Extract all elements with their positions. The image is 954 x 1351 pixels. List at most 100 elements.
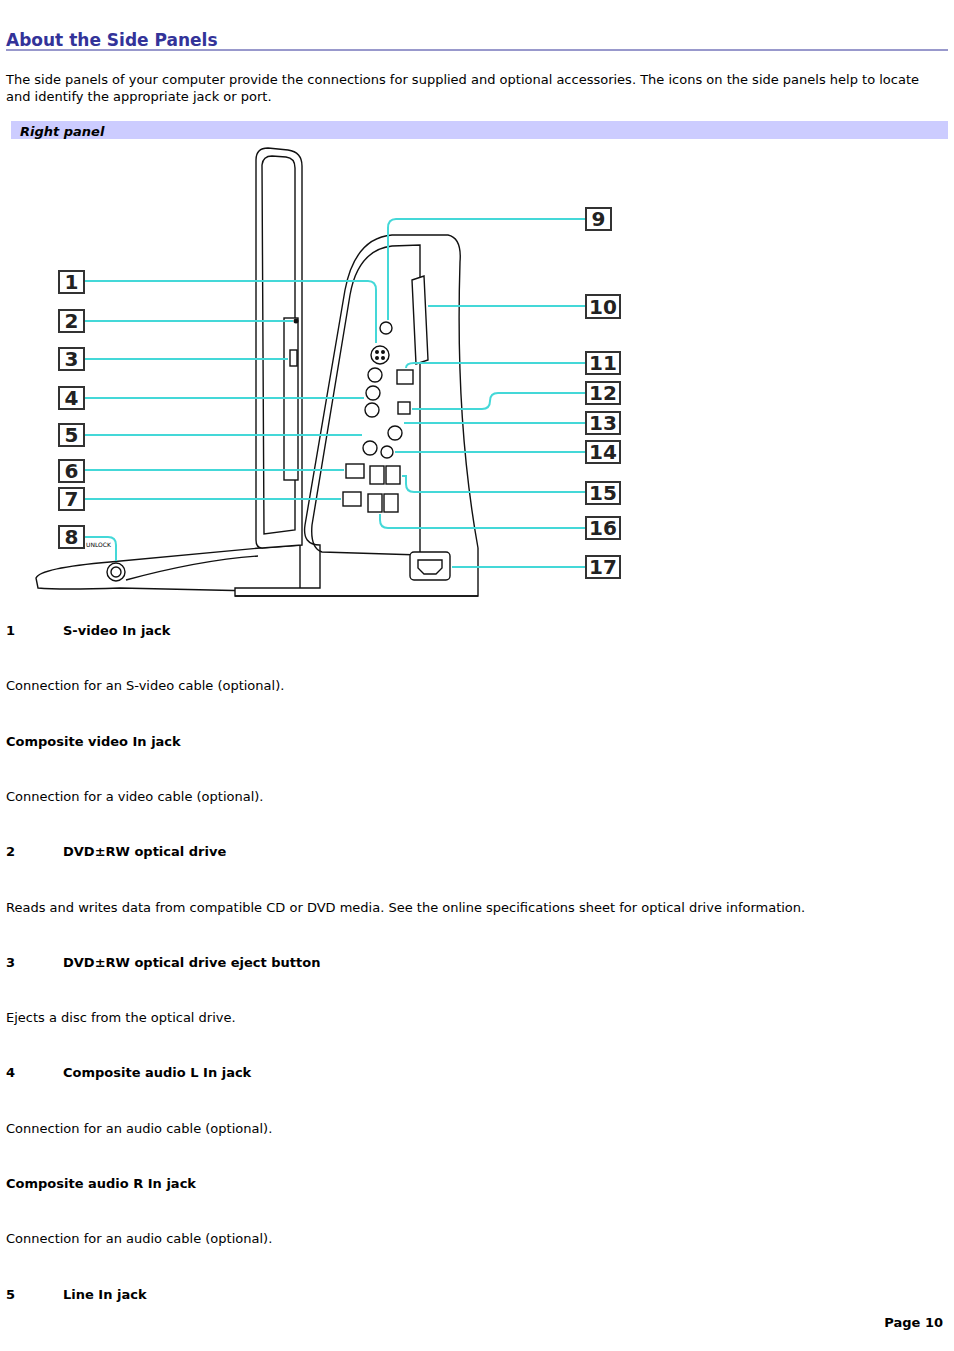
side-panel (312, 245, 420, 555)
callout-box: 1 (58, 270, 85, 294)
callout-box: 7 (58, 487, 85, 511)
callout-number: 11 (589, 353, 617, 373)
callout-number: 13 (589, 413, 617, 433)
card-slot (412, 276, 428, 364)
callout-box: 4 (58, 386, 85, 410)
audio-jack (368, 368, 382, 382)
item-heading: DVD±RW optical drive eject button (63, 955, 663, 972)
item-number: 2 (6, 844, 46, 861)
side-housing (235, 235, 478, 596)
item-description: Ejects a disc from the optical drive. (6, 1010, 946, 1027)
headphone-jack (381, 446, 393, 458)
audio-r-jack (365, 403, 379, 417)
section-band: Right panel (11, 121, 948, 139)
unlock-button-inner (111, 567, 121, 577)
item-description: Connection for an audio cable (optional)… (6, 1121, 946, 1138)
item-number: 5 (6, 1287, 46, 1304)
leader-line (380, 514, 585, 528)
leader-line (412, 393, 585, 409)
callout-box: 16 (585, 516, 621, 540)
callout-number: 16 (589, 518, 617, 538)
page-number: Page 10 (800, 1315, 943, 1332)
leader-line (84, 469, 344, 471)
item-heading: Line In jack (63, 1287, 663, 1304)
s-video-jack (371, 346, 389, 364)
microphone-jack (388, 426, 402, 440)
item-heading: S-video In jack (63, 623, 663, 640)
item-description: Connection for an S-video cable (optiona… (6, 678, 946, 695)
callout-box: 5 (58, 423, 85, 447)
item-number: 3 (6, 955, 46, 972)
page-title: About the Side Panels (6, 30, 218, 50)
leader-line (395, 451, 585, 453)
callout-box: 13 (585, 411, 621, 435)
callout-number: 7 (65, 489, 79, 509)
callout-number: 10 (589, 297, 617, 317)
leader-line (404, 422, 585, 424)
callout-number: 3 (65, 349, 79, 369)
item-heading: DVD±RW optical drive (63, 844, 663, 861)
callout-box: 17 (585, 555, 621, 579)
item-description: Reads and writes data from compatible CD… (6, 900, 952, 917)
usb-port (384, 494, 398, 512)
leader-line (402, 476, 585, 492)
item-heading: Composite audio L In jack (63, 1065, 663, 1082)
callout-number: 4 (65, 388, 79, 408)
stand-edge (126, 556, 258, 580)
callout-box: 8 (58, 525, 85, 549)
composite-video-jack (380, 322, 392, 334)
section-heading: Right panel (11, 124, 104, 139)
item-description: Connection for a video cable (optional). (6, 789, 946, 806)
callout-number: 5 (65, 425, 79, 445)
callout-box: 12 (585, 381, 621, 405)
port (397, 370, 413, 384)
base-line (235, 595, 478, 596)
leader-line (428, 305, 585, 307)
callout-box: 9 (585, 207, 612, 231)
display-panel (256, 148, 302, 548)
callout-box: 14 (585, 440, 621, 464)
callout-number: 17 (589, 557, 617, 577)
callout-number: 9 (592, 209, 606, 229)
leader-line (84, 434, 362, 436)
usb-port (370, 466, 384, 484)
item-number: 4 (6, 1065, 46, 1082)
item-number: 1 (6, 623, 46, 640)
leader-line (84, 537, 116, 561)
leader-line (84, 498, 341, 500)
audio-l-jack (366, 386, 380, 400)
callout-number: 6 (65, 461, 79, 481)
stand-base (36, 545, 300, 592)
memory-stick-slot (346, 464, 364, 478)
intro-text: The side panels of your computer provide… (6, 72, 946, 106)
callout-box: 6 (58, 459, 85, 483)
callout-box: 3 (58, 347, 85, 371)
leader-line (388, 219, 585, 320)
usb-port (368, 494, 382, 512)
eject-button (290, 350, 297, 366)
leader-line (452, 566, 585, 568)
item-heading: Composite audio R In jack (6, 1176, 606, 1193)
callout-number: 8 (65, 527, 79, 547)
item-description: Connection for an audio cable (optional)… (6, 1231, 946, 1248)
drive-indicator (294, 319, 298, 323)
power-inlet (410, 552, 450, 580)
callout-number: 1 (65, 272, 79, 292)
part-label: UNLOCK (86, 541, 116, 549)
item-heading: Composite video In jack (6, 734, 606, 751)
leader-line (406, 363, 585, 368)
usb-port (386, 466, 400, 484)
network-port (343, 492, 361, 506)
leader-line (84, 320, 293, 322)
line-in-jack (363, 441, 377, 455)
callout-box: 15 (585, 481, 621, 505)
callout-box: 11 (585, 351, 621, 375)
unlock-button (107, 563, 125, 581)
leader-line (84, 281, 376, 343)
callout-box: 2 (58, 309, 85, 333)
callout-number: 2 (65, 311, 79, 331)
leader-line (84, 397, 364, 399)
callout-number: 14 (589, 442, 617, 462)
i-link-port (398, 402, 410, 414)
